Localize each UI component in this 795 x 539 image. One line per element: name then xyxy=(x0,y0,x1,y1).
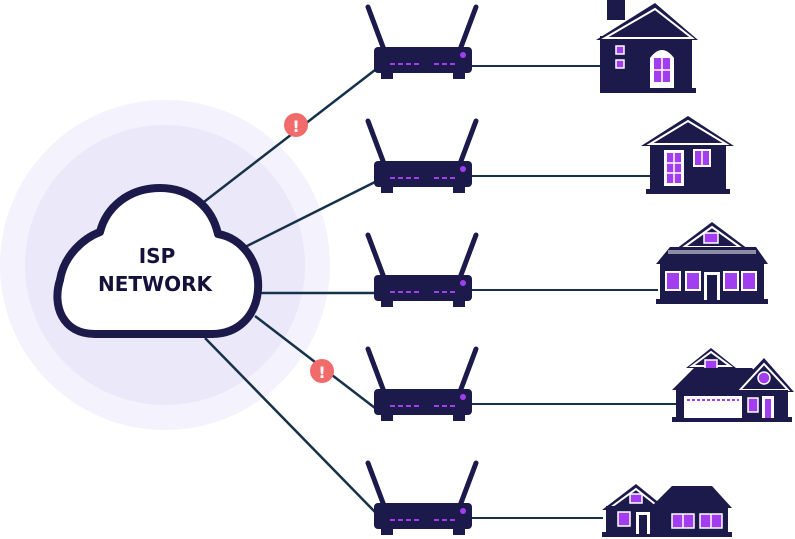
link-line-2 xyxy=(234,180,376,254)
exclamation-alert-icon: ! xyxy=(310,359,334,383)
house-links xyxy=(472,65,676,519)
link-line-5 xyxy=(204,337,376,513)
house-4 xyxy=(672,348,794,422)
cloud-label-line2: NETWORK xyxy=(98,272,214,296)
cloud-shape xyxy=(53,184,263,338)
router-5 xyxy=(368,463,476,535)
exclamation-alert-icon: ! xyxy=(284,113,308,137)
router-2 xyxy=(368,121,476,193)
router-4 xyxy=(368,349,476,421)
router-3 xyxy=(368,235,476,307)
isp-cloud: ISP NETWORK xyxy=(53,184,263,338)
house-2 xyxy=(641,116,734,194)
svg-text:!: ! xyxy=(318,363,325,382)
link-line-1 xyxy=(199,69,376,206)
svg-text:!: ! xyxy=(292,117,299,136)
router-1 xyxy=(368,7,476,79)
cloud-label-line1: ISP xyxy=(139,244,176,268)
house-3 xyxy=(656,222,768,304)
house-1 xyxy=(596,0,698,93)
cloud-links xyxy=(199,69,376,513)
house-5 xyxy=(602,484,732,537)
